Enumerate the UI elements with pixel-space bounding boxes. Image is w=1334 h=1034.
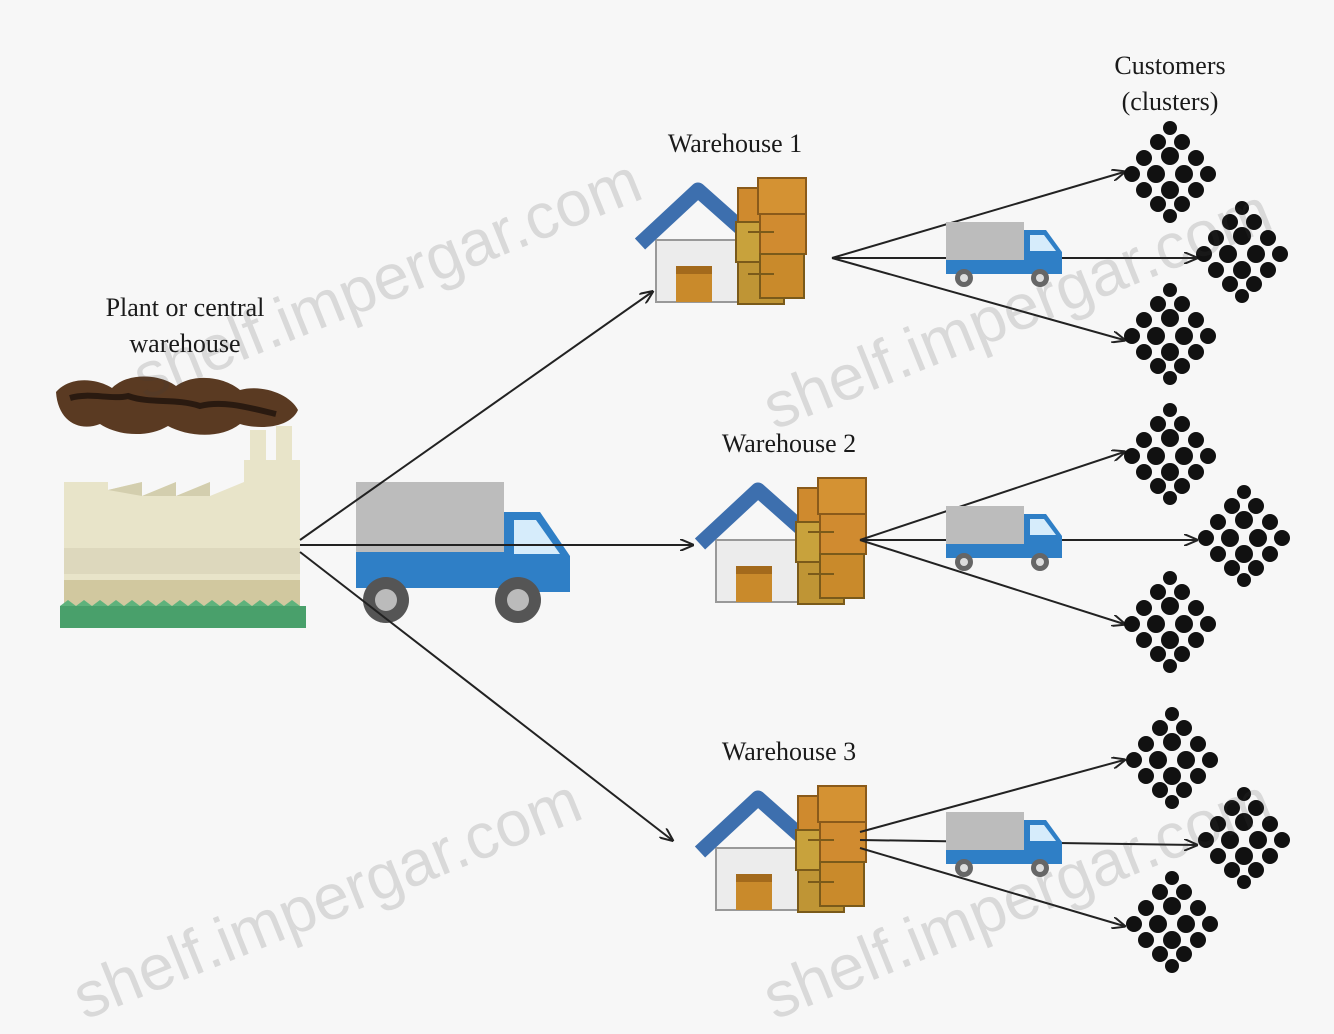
warehouse-3-icon — [700, 786, 866, 912]
main-truck-icon — [356, 482, 570, 623]
warehouse-3-label: Warehouse 3 — [721, 737, 857, 766]
customer-cluster-icon — [1198, 485, 1290, 587]
customer-cluster-icon — [1196, 201, 1288, 303]
plant-label: Plant or central warehouse — [105, 293, 265, 358]
delivery-truck-3-icon — [946, 812, 1062, 877]
customers-label: Customers (clusters) — [1114, 51, 1226, 116]
factory-icon — [56, 376, 306, 628]
customer-cluster-icon — [1124, 121, 1216, 223]
customer-cluster-icon — [1124, 403, 1216, 505]
warehouse-2-icon — [700, 478, 866, 604]
customer-cluster-icon — [1126, 871, 1218, 973]
customer-cluster-icon — [1198, 787, 1290, 889]
customer-cluster-icon — [1126, 707, 1218, 809]
distribution-network-diagram — [56, 121, 1290, 973]
arrow-to-warehouse-3 — [299, 551, 672, 840]
customer-cluster-icon — [1124, 283, 1216, 385]
warehouse-1-label: Warehouse 1 — [667, 129, 803, 158]
delivery-truck-2-icon — [946, 506, 1062, 571]
plant-to-warehouse-arrows — [299, 292, 692, 840]
customer-cluster-icon — [1124, 571, 1216, 673]
warehouse-1-icon — [640, 178, 806, 304]
arrow-to-warehouse-1 — [299, 292, 652, 541]
warehouse-2-label: Warehouse 2 — [721, 429, 857, 458]
delivery-truck-1-icon — [946, 222, 1062, 287]
